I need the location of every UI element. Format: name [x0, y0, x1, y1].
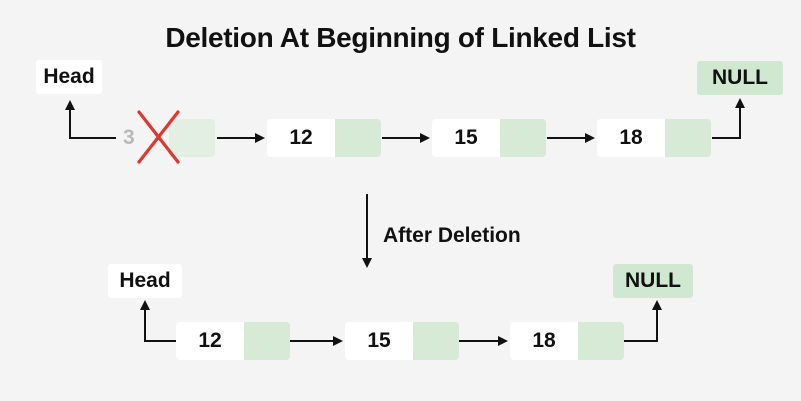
- delete-cross-icon: [137, 110, 180, 164]
- null-pointer-arrow: [624, 300, 662, 342]
- after-deletion-label: After Deletion: [383, 224, 521, 247]
- node-next-pointer: [500, 119, 546, 157]
- head-label-after: Head: [108, 264, 182, 298]
- diagram-title: Deletion At Beginning of Linked List: [165, 22, 636, 53]
- head-label-before: Head: [36, 60, 102, 94]
- node-next-pointer: [413, 322, 459, 360]
- head-pointer-arrow: [65, 100, 116, 139]
- node-18-after: 18: [510, 322, 624, 360]
- node-12-before: 12: [267, 119, 381, 157]
- node-data: 15: [432, 119, 500, 157]
- node-data: 15: [345, 322, 413, 360]
- node-data: 18: [510, 322, 578, 360]
- node-15-after: 15: [345, 322, 459, 360]
- node-data: 18: [597, 119, 665, 157]
- node-next-pointer: [578, 322, 624, 360]
- node-next-pointer: [665, 119, 711, 157]
- head-pointer-arrow: [140, 300, 176, 342]
- node-next-pointer: [169, 119, 215, 157]
- null-pointer-arrow: [712, 98, 745, 139]
- null-label-after: NULL: [613, 264, 693, 298]
- node-18-before: 18: [597, 119, 711, 157]
- null-label-before: NULL: [697, 61, 783, 95]
- node-data: 12: [267, 119, 335, 157]
- node-12-after: 12: [176, 322, 290, 360]
- node-data: 12: [176, 322, 244, 360]
- node-next-pointer: [244, 322, 290, 360]
- node-15-before: 15: [432, 119, 546, 157]
- node-next-pointer: [335, 119, 381, 157]
